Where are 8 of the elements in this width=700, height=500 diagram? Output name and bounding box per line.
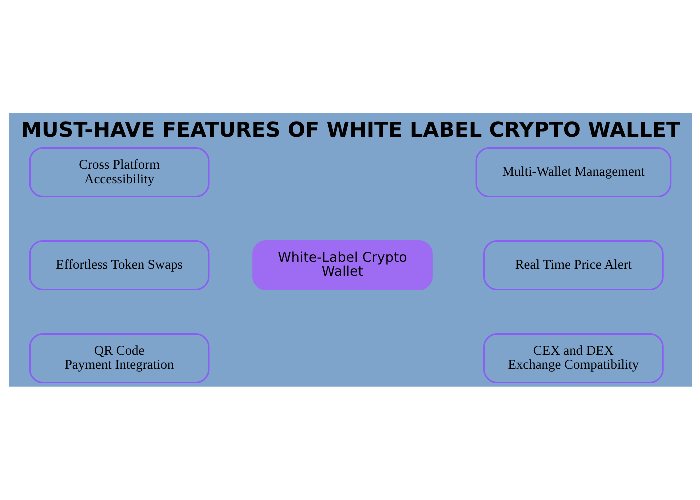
node-box: QR Code Payment Integration <box>28 333 210 384</box>
node-box: Multi-Wallet Management <box>475 147 672 198</box>
node-box: Real Time Price Alert <box>483 240 664 291</box>
diagram-title: MUST-HAVE FEATURES OF WHITE LABEL CRYPTO WALLET <box>20 118 680 142</box>
node-box: Effortless Token Swaps <box>28 240 210 291</box>
node-box: White-Label Crypto Wallet <box>252 240 432 291</box>
node-box: Cross Platform Accessibility <box>28 147 210 198</box>
node-box: CEX and DEX Exchange Compatibility <box>483 333 664 384</box>
